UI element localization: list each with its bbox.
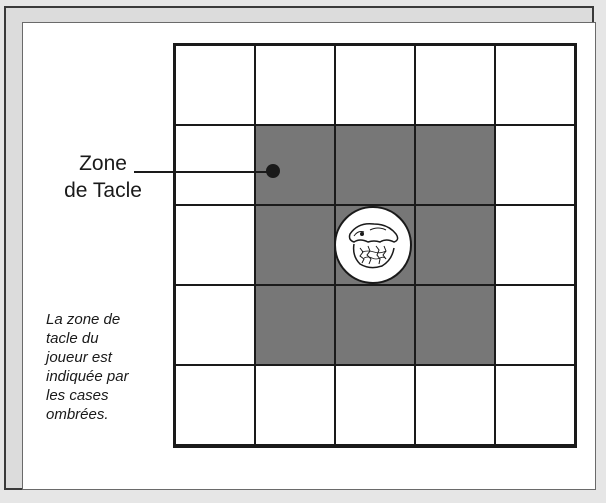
- pitch-cell[interactable]: [495, 365, 575, 445]
- lizardman-player-icon: [340, 212, 406, 278]
- tackle-zone-cell[interactable]: [415, 285, 495, 365]
- pitch-cell[interactable]: [255, 365, 335, 445]
- pitch-cell[interactable]: [495, 125, 575, 205]
- tackle-zone-cell[interactable]: [255, 285, 335, 365]
- pitch-cell[interactable]: [495, 45, 575, 125]
- pitch-cell[interactable]: [255, 45, 335, 125]
- zone-leader-line: [134, 171, 274, 173]
- tackle-zone-cell[interactable]: [335, 125, 415, 205]
- pitch-cell[interactable]: [335, 365, 415, 445]
- zone-label-line2: de Tacle: [48, 177, 158, 204]
- zone-leader-dot: [266, 164, 280, 178]
- tackle-zone-cell[interactable]: [255, 125, 335, 205]
- tackle-zone-cell[interactable]: [255, 205, 335, 285]
- tackle-zone-cell[interactable]: [415, 125, 495, 205]
- tackle-zone-cell[interactable]: [415, 205, 495, 285]
- player-token[interactable]: [334, 206, 412, 284]
- pitch-cell[interactable]: [415, 365, 495, 445]
- caption-line: ombrées.: [46, 405, 166, 424]
- caption-line: La zone de: [46, 310, 166, 329]
- pitch-cell[interactable]: [495, 285, 575, 365]
- caption-line: indiquée par: [46, 367, 166, 386]
- zone-label: Zone de Tacle: [48, 150, 158, 204]
- pitch-cell[interactable]: [175, 125, 255, 205]
- caption-line: les cases: [46, 386, 166, 405]
- caption: La zone de tacle du joueur est indiquée …: [46, 310, 166, 424]
- pitch-cell[interactable]: [175, 45, 255, 125]
- pitch-cell[interactable]: [335, 45, 415, 125]
- caption-line: tacle du: [46, 329, 166, 348]
- tackle-zone-cell[interactable]: [335, 285, 415, 365]
- pitch-cell[interactable]: [415, 45, 495, 125]
- caption-line: joueur est: [46, 348, 166, 367]
- pitch-cell[interactable]: [175, 205, 255, 285]
- pitch-cell[interactable]: [495, 205, 575, 285]
- pitch-cell[interactable]: [175, 365, 255, 445]
- pitch-cell[interactable]: [175, 285, 255, 365]
